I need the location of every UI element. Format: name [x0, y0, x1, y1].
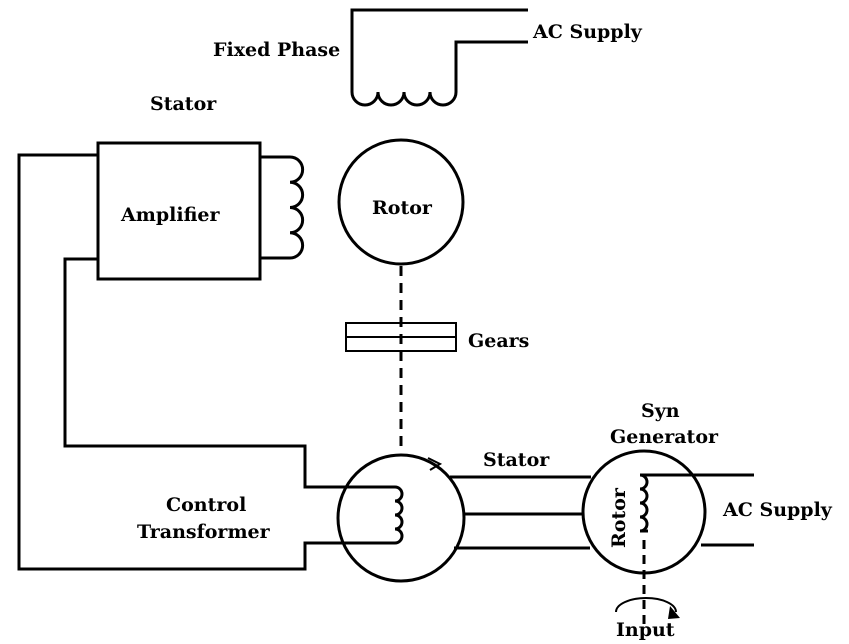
generator-rotor-coil	[639, 473, 649, 533]
input-label: Input	[616, 619, 675, 641]
fixed-phase-label: Fixed Phase	[213, 39, 340, 61]
stator-mid-label: Stator	[483, 449, 550, 471]
generator-rotor-label: Rotor	[608, 487, 630, 548]
amplifier-label: Amplifier	[120, 204, 220, 226]
control-label: Control	[166, 494, 246, 516]
feedback-wire-inner	[63, 257, 395, 489]
generator-label: Generator	[610, 426, 719, 448]
gears-label: Gears	[468, 330, 529, 352]
transformer-label: Transformer	[137, 521, 271, 543]
motor-rotor-label: Rotor	[372, 197, 433, 219]
feedback-wire-outer	[17, 153, 395, 571]
ac-supply-top-label: AC Supply	[532, 21, 643, 43]
control-transformer-arrow	[427, 457, 443, 471]
stator-top-label: Stator	[150, 93, 217, 115]
gears	[345, 322, 457, 352]
input-rotation-arrow	[615, 597, 680, 619]
syn-generator	[581, 449, 707, 575]
motor-rotor	[337, 138, 465, 266]
control-transformer-coil	[394, 485, 404, 545]
control-winding	[260, 155, 305, 260]
control-transformer	[336, 453, 466, 583]
fixed-phase-winding	[350, 8, 528, 107]
syn-label: Syn	[641, 400, 680, 422]
stator-lines	[450, 475, 591, 550]
amplifier-block	[96, 141, 262, 281]
ac-supply-right-label: AC Supply	[722, 499, 833, 521]
